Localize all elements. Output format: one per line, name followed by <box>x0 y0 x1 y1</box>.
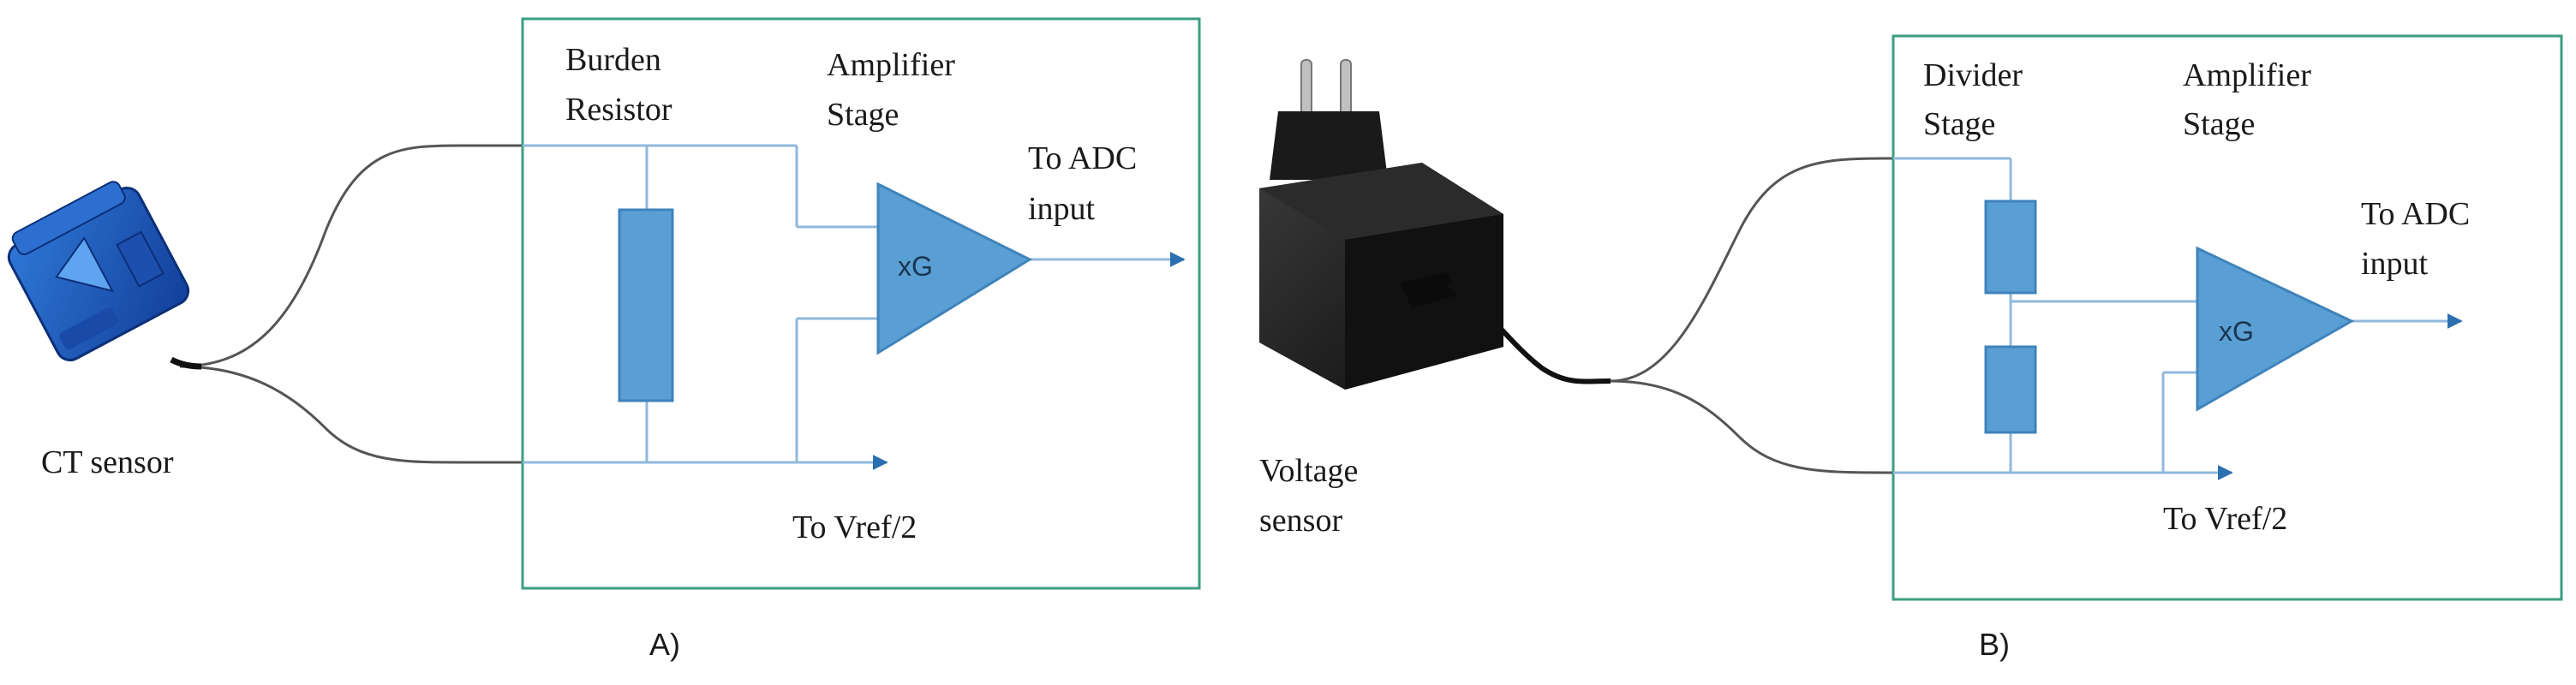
amplifier-stage-label-line1: Amplifier <box>827 47 955 83</box>
ct-clamp-sensor-icon <box>7 181 190 361</box>
panel-b-box <box>1892 34 2563 601</box>
gain-label: xG <box>898 251 933 282</box>
amplifier-stage-b-label-line2: Stage <box>2183 106 2255 142</box>
panel-b-wiring <box>1893 157 2219 474</box>
burden-resistor-label-line2: Resistor <box>565 92 672 128</box>
to-adc-label-line1: To ADC <box>1028 140 1137 176</box>
divider-stage-label-line2: Stage <box>1923 106 1995 142</box>
burden-resistor-label-line1: Burden <box>565 42 661 78</box>
amplifier-stage-b-label-line1: Amplifier <box>2183 57 2311 93</box>
voltage-sensor-cable <box>1446 282 1611 384</box>
panel-b-caption: B) <box>1979 627 2010 662</box>
burden-resistor-component <box>618 208 674 402</box>
wall-adapter-icon <box>1259 59 1503 390</box>
panel-b: Voltage sensor Divider Stage Amplifier S… <box>1259 34 2563 662</box>
ct-sensor-label: CT sensor <box>41 444 174 480</box>
voltage-sensor-label-line2: sensor <box>1259 503 1342 539</box>
voltage-sensor-cable-top <box>1610 157 1896 383</box>
panel-a-box <box>521 17 1201 590</box>
gain-b-label: xG <box>2219 316 2254 347</box>
to-adc-b-label-line1: To ADC <box>2361 196 2470 232</box>
voltage-sensor-cable-bottom <box>1610 379 1896 474</box>
to-adc-b-label-line2: input <box>2361 246 2429 282</box>
amplifier-b-triangle <box>2196 246 2355 412</box>
panel-a-caption: A) <box>649 627 680 662</box>
ct-sensor-cable-return <box>179 365 523 464</box>
divider-stage-label-line1: Divider <box>1923 57 2023 93</box>
ct-sensor-cable <box>179 144 523 368</box>
voltage-sensor-label-line1: Voltage <box>1259 453 1358 489</box>
divider-resistor-bottom <box>1984 345 2037 434</box>
to-adc-label-line2: input <box>1028 191 1096 227</box>
amplifier-stage-label-line2: Stage <box>827 97 899 133</box>
to-vref-b-label: To Vref/2 <box>2163 501 2287 537</box>
divider-resistor-top <box>1984 200 2037 295</box>
to-vref-label: To Vref/2 <box>792 509 917 545</box>
panel-a: CT sensor Burden Resistor Amplifier Stag… <box>7 17 1201 662</box>
panel-a-wiring <box>523 144 878 464</box>
amplifier-triangle <box>876 182 1033 355</box>
